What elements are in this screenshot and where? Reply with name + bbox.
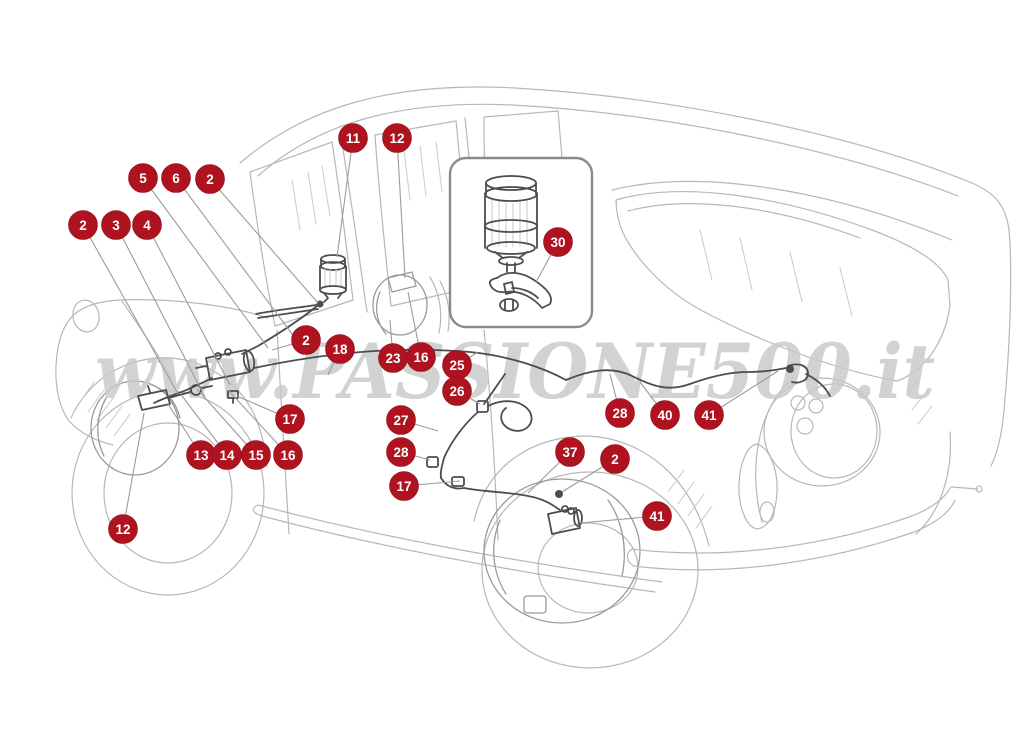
callout-2[interactable]: 2 <box>68 210 179 395</box>
leader-line <box>146 224 231 386</box>
callout-17[interactable]: 17 <box>389 471 461 501</box>
callout-circle[interactable] <box>275 404 305 434</box>
callout-41[interactable]: 41 <box>694 370 779 430</box>
callout-circle[interactable] <box>386 405 416 435</box>
callout-2[interactable]: 2 <box>195 164 319 304</box>
callout-11[interactable]: 11 <box>336 123 368 258</box>
callout-26[interactable]: 26 <box>442 376 481 406</box>
callout-23[interactable]: 23 <box>378 319 408 373</box>
callout-circle[interactable] <box>291 325 321 355</box>
leader-line <box>122 412 145 530</box>
leader-line <box>209 178 319 304</box>
callout-circle[interactable] <box>382 123 412 153</box>
callout-number: 28 <box>393 445 409 460</box>
callout-12[interactable]: 12 <box>108 412 145 544</box>
callout-circle[interactable] <box>273 440 303 470</box>
callout-number: 17 <box>282 412 297 427</box>
callout-number: 13 <box>193 448 209 463</box>
leader-line <box>175 177 296 339</box>
callout-17[interactable]: 17 <box>236 395 305 434</box>
callout-number: 41 <box>649 509 665 524</box>
callout-40[interactable]: 40 <box>639 381 680 430</box>
callout-circle[interactable] <box>108 514 138 544</box>
callout-41[interactable]: 41 <box>579 501 672 531</box>
callout-circle[interactable] <box>642 501 672 531</box>
callout-circle[interactable] <box>543 227 573 257</box>
callout-circle[interactable] <box>128 163 158 193</box>
callout-number: 6 <box>172 171 180 186</box>
callout-number: 23 <box>385 351 401 366</box>
callout-number: 16 <box>413 350 429 365</box>
leader-line <box>142 177 269 349</box>
callout-circle[interactable] <box>600 444 630 474</box>
callout-number: 37 <box>562 445 577 460</box>
callout-number: 16 <box>280 448 296 463</box>
callout-number: 15 <box>248 448 264 463</box>
callout-14[interactable]: 14 <box>181 395 242 470</box>
callout-number: 40 <box>657 408 672 423</box>
callout-circle[interactable] <box>389 471 419 501</box>
callout-circle[interactable] <box>386 437 416 467</box>
callout-number: 2 <box>611 452 619 467</box>
callout-circle[interactable] <box>195 164 225 194</box>
leader-line <box>82 224 179 395</box>
callout-number: 2 <box>206 172 214 187</box>
callout-circle[interactable] <box>161 163 191 193</box>
callout-16[interactable]: 16 <box>406 291 436 372</box>
callout-25[interactable]: 25 <box>442 350 479 380</box>
callout-28[interactable]: 28 <box>386 437 431 467</box>
callout-number: 25 <box>449 358 465 373</box>
inset-detail-box <box>448 156 594 329</box>
callout-number: 12 <box>115 522 130 537</box>
callout-37[interactable]: 37 <box>527 437 585 494</box>
leader-line <box>115 224 206 398</box>
callout-3[interactable]: 3 <box>101 210 206 398</box>
callout-15[interactable]: 15 <box>196 388 271 470</box>
callout-circle[interactable] <box>406 342 436 372</box>
callout-circle[interactable] <box>694 400 724 430</box>
reservoir-detail-drawing <box>484 175 552 312</box>
callout-number: 2 <box>79 218 87 233</box>
callout-number: 18 <box>332 342 348 357</box>
callout-circle[interactable] <box>338 123 368 153</box>
callout-circle[interactable] <box>101 210 131 240</box>
callout-6[interactable]: 6 <box>161 163 296 339</box>
callout-number: 26 <box>449 384 465 399</box>
callout-number: 2 <box>302 333 310 348</box>
callout-27[interactable]: 27 <box>386 405 439 435</box>
callout-circle[interactable] <box>650 400 680 430</box>
leader-line <box>396 137 406 279</box>
callout-number: 14 <box>219 448 235 463</box>
callout-18[interactable]: 18 <box>325 334 355 376</box>
callout-number: 27 <box>393 413 408 428</box>
callout-4[interactable]: 4 <box>132 210 231 386</box>
callout-number: 12 <box>389 131 404 146</box>
callout-30[interactable]: 30 <box>535 227 573 283</box>
callout-number: 11 <box>346 131 361 146</box>
callout-circle[interactable] <box>241 440 271 470</box>
callout-circle[interactable] <box>68 210 98 240</box>
callout-16[interactable]: 16 <box>227 389 303 470</box>
leader-line <box>336 137 354 258</box>
callout-circle[interactable] <box>325 334 355 364</box>
callout-number: 28 <box>612 406 628 421</box>
callout-2[interactable]: 2 <box>271 325 321 355</box>
callout-circle[interactable] <box>605 398 635 428</box>
callout-number: 3 <box>112 218 120 233</box>
callout-number: 41 <box>701 408 717 423</box>
callout-28[interactable]: 28 <box>605 373 635 428</box>
callout-number: 4 <box>143 218 151 233</box>
callout-13[interactable]: 13 <box>167 403 216 470</box>
callout-number: 30 <box>550 235 565 250</box>
callout-2[interactable]: 2 <box>561 444 630 493</box>
callout-12[interactable]: 12 <box>382 123 412 279</box>
callout-number: 17 <box>396 479 411 494</box>
callout-circle[interactable] <box>132 210 162 240</box>
callout-circle[interactable] <box>442 376 472 406</box>
callout-5[interactable]: 5 <box>128 163 269 349</box>
callout-number: 5 <box>139 171 147 186</box>
callout-circle[interactable] <box>555 437 585 467</box>
